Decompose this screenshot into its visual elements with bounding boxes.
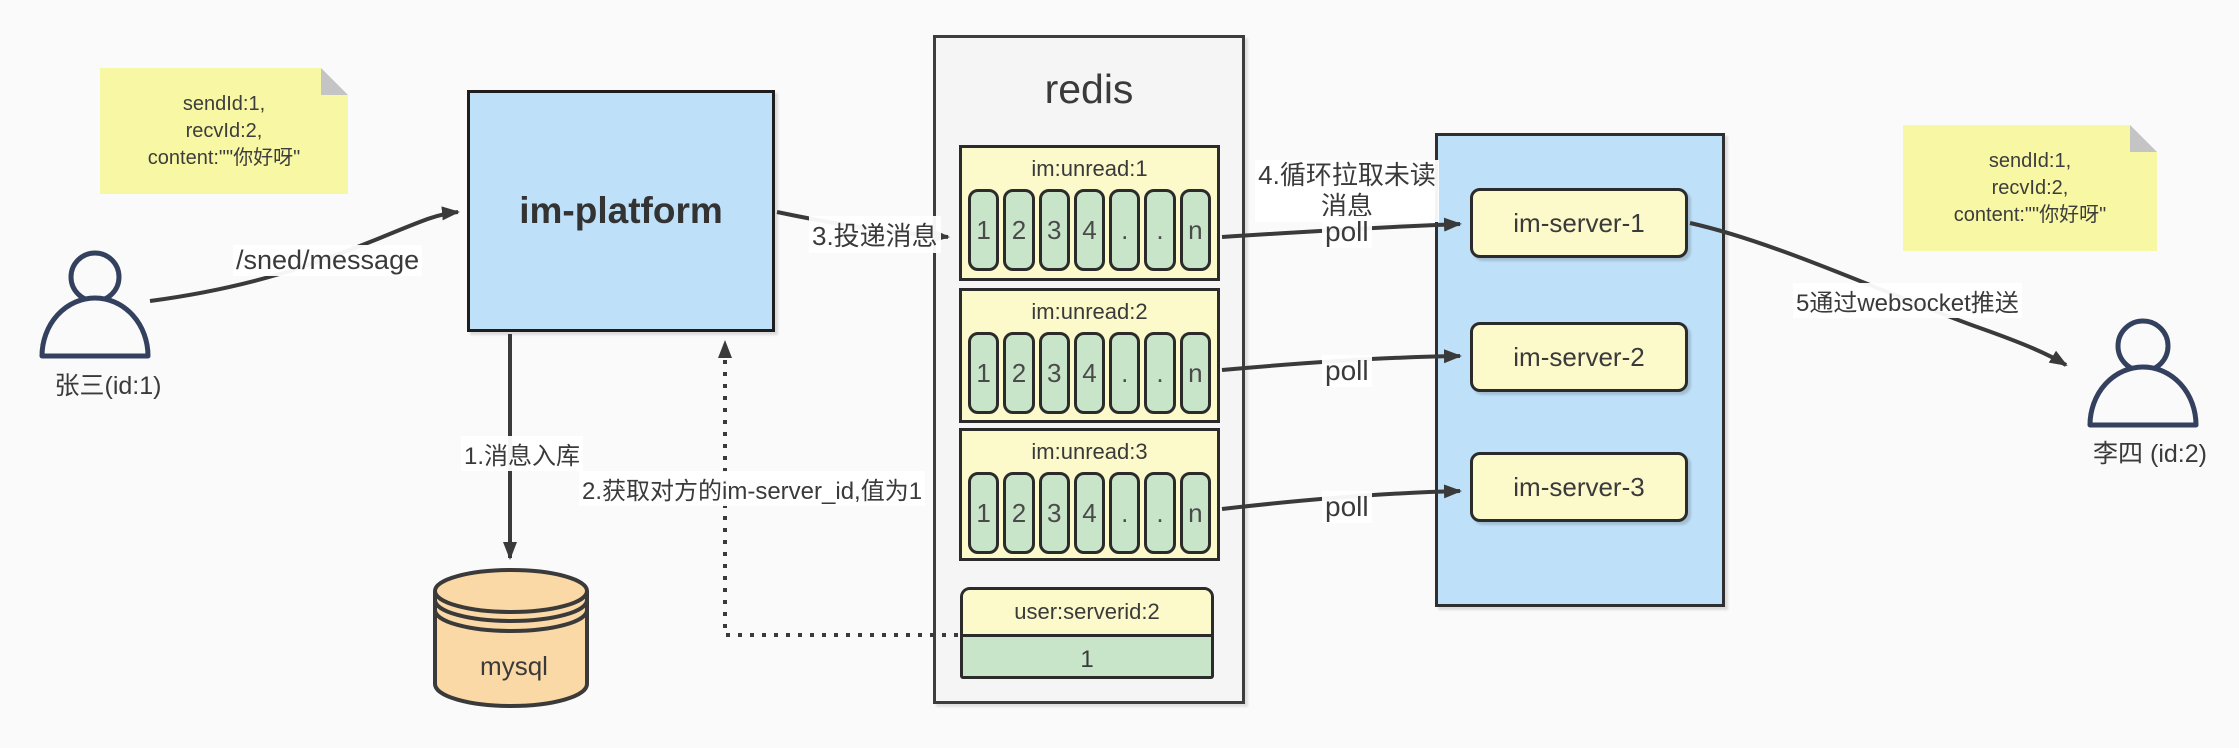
queue-cell: 2 — [1003, 472, 1035, 554]
redis-title: redis — [1044, 66, 1134, 112]
note-line: recvId:2, — [185, 119, 263, 142]
queue-cell: n — [1179, 189, 1211, 271]
queue-cell: 1 — [968, 332, 1000, 414]
note-line: sendId:1, — [182, 92, 266, 115]
queue-cell: . — [1109, 332, 1141, 414]
queue-cell: n — [1179, 472, 1211, 554]
message-note-right: sendId:1, recvId:2, content:""你好呀" — [1903, 125, 2157, 251]
im-server-1-box: im-server-1 — [1470, 188, 1688, 258]
queue-cell: . — [1109, 472, 1141, 554]
sender-person-icon — [39, 250, 151, 359]
message-note-left: sendId:1, recvId:2, content:""你好呀" — [100, 68, 348, 194]
queue-cell: 4 — [1073, 189, 1106, 271]
queue-cell: . — [1109, 189, 1141, 271]
queue-header: im:unread:1 — [1031, 155, 1148, 181]
queue-cell: 4 — [1073, 472, 1106, 554]
redis-queue-unread-3: im:unread:3 1 2 3 4 . . n — [959, 428, 1220, 561]
queue-cell: 3 — [1038, 472, 1070, 554]
queue-cell: 1 — [968, 189, 1000, 271]
queue-cell: 2 — [1003, 332, 1035, 414]
step3-label: 3.投递消息 — [809, 216, 941, 253]
note-line: recvId:2, — [1991, 176, 2069, 199]
mysql-label: mysql — [480, 651, 548, 681]
poll-label-3: poll — [1322, 491, 1372, 523]
queue-header: im:unread:3 — [1031, 438, 1148, 464]
queue-cell: 2 — [1003, 189, 1035, 271]
redis-queue-unread-1: im:unread:1 1 2 3 4 . . n — [959, 145, 1220, 281]
receiver-person-icon — [2087, 318, 2199, 428]
queue-cell: 4 — [1073, 332, 1106, 414]
step4-label: 4.循环拉取未读消息 — [1255, 160, 1439, 222]
queue-cell: 1 — [968, 472, 1000, 554]
note-fold-icon — [321, 68, 348, 95]
sender-label: 张三(id:1) — [54, 372, 162, 400]
step1-label: 1.消息入库 — [461, 436, 584, 471]
send-api-label: /sned/message — [233, 245, 423, 276]
poll-label-1: poll — [1322, 216, 1372, 248]
queue-cell: 3 — [1038, 189, 1070, 271]
poll-label-2: poll — [1322, 355, 1372, 387]
im-server-3-box: im-server-3 — [1470, 452, 1688, 522]
note-line: content:""你好呀" — [1953, 203, 2107, 226]
queue-cell: . — [1144, 332, 1176, 414]
queue-cells: 1 2 3 4 . . n — [962, 472, 1217, 554]
kv-value: 1 — [1080, 645, 1094, 673]
kv-header: user:serverid:2 — [963, 590, 1211, 637]
note-line: content:""你好呀" — [147, 146, 301, 169]
step5-label: 5通过websocket推送 — [1793, 283, 2022, 318]
note-line: sendId:1, — [1988, 149, 2072, 172]
mysql-database-icon — [433, 568, 589, 708]
queue-header: im:unread:2 — [1031, 298, 1148, 324]
im-platform-box: im-platform — [467, 90, 775, 332]
queue-cells: 1 2 3 4 . . n — [962, 332, 1217, 414]
receiver-label: 李四 (id:2) — [2093, 440, 2207, 468]
step2-label: 2.获取对方的im-server_id,值为1 — [579, 471, 926, 506]
redis-queue-unread-2: im:unread:2 1 2 3 4 . . n — [959, 288, 1220, 423]
im-server-2-box: im-server-2 — [1470, 322, 1688, 392]
redis-kv-user-serverid: user:serverid:2 1 — [960, 587, 1214, 679]
note-fold-icon — [2130, 125, 2157, 152]
queue-cells: 1 2 3 4 . . n — [962, 189, 1217, 271]
queue-cell: 3 — [1038, 332, 1070, 414]
queue-cell: n — [1179, 332, 1211, 414]
queue-cell: . — [1144, 472, 1176, 554]
im-platform-label: im-platform — [519, 190, 723, 231]
queue-cell: . — [1144, 189, 1176, 271]
